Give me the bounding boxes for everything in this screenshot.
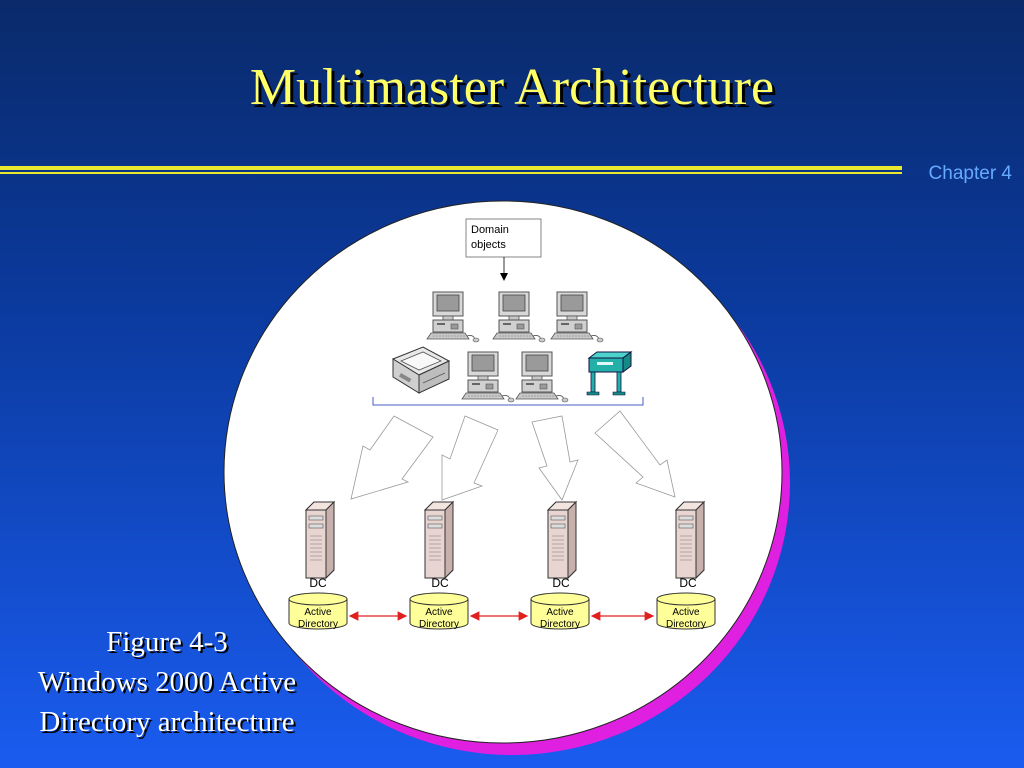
callout-line-2: objects bbox=[471, 239, 506, 251]
caption-line-1: Figure 4-3 bbox=[106, 626, 228, 658]
store-label-line-2: Directory bbox=[298, 619, 338, 630]
domain-controller-server-icon bbox=[305, 501, 335, 579]
caption-line-2: Windows 2000 Active bbox=[37, 666, 297, 698]
store-label-line-1: Active bbox=[672, 607, 700, 618]
replication-arrow bbox=[531, 415, 579, 501]
replication-arrow bbox=[350, 415, 434, 500]
store-label-line-2: Directory bbox=[540, 619, 580, 630]
device-group-bracket bbox=[372, 397, 644, 406]
domain-controller-server-icon bbox=[675, 501, 705, 579]
store-label-line-1: Active bbox=[425, 607, 453, 618]
figure-caption: Figure 4-3 Windows 2000 Active Directory… bbox=[0, 622, 334, 742]
domain-controller-server-icon bbox=[547, 501, 577, 579]
dc-label: DC bbox=[431, 576, 449, 590]
slide-title: Multimaster Architecture bbox=[249, 59, 775, 116]
domain-controller-server-icon bbox=[424, 501, 454, 579]
store-label-line-2: Directory bbox=[666, 619, 706, 630]
title-divider-thin bbox=[0, 172, 902, 174]
replication-arrow bbox=[594, 410, 676, 498]
chapter-label: Chapter 4 bbox=[928, 163, 1012, 184]
diagram-circle bbox=[223, 200, 783, 744]
title-divider-thick bbox=[0, 166, 902, 170]
dc-label: DC bbox=[552, 576, 570, 590]
replication-arrow bbox=[441, 415, 499, 501]
store-label-line-1: Active bbox=[546, 607, 574, 618]
domain-objects-callout: Domain objects bbox=[465, 218, 542, 281]
store-label-line-1: Active bbox=[304, 607, 332, 618]
printer-icon bbox=[391, 346, 451, 394]
plotter-icon bbox=[586, 351, 633, 396]
store-label-line-2: Directory bbox=[419, 619, 459, 630]
dc-label: DC bbox=[309, 576, 327, 590]
dc-label: DC bbox=[679, 576, 697, 590]
caption-line-3: Directory architecture bbox=[39, 706, 295, 738]
callout-line-1: Domain bbox=[471, 224, 509, 236]
